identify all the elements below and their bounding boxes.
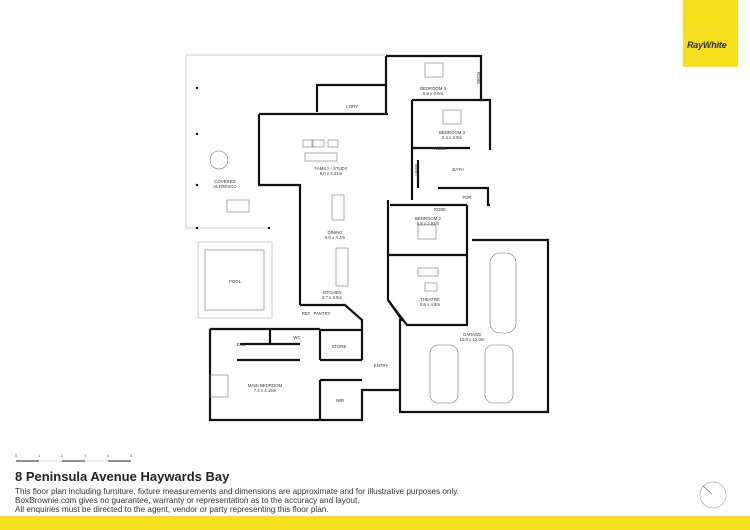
alfresco-outline — [185, 54, 385, 229]
scale-tick: 0 — [15, 453, 18, 458]
logo-text: RayWhite — [687, 40, 727, 50]
room-label: BEDROOM 3 — [439, 130, 465, 135]
north-arrow-icon — [699, 481, 727, 509]
scale-tick: 5 — [130, 453, 133, 458]
furniture — [209, 62, 517, 404]
scale-bar: 0 1 2 3 4 5 — [15, 453, 133, 462]
scale-tick: 4 — [107, 453, 110, 458]
room-label: LINEN — [414, 164, 419, 177]
disclaimer-line: This floor plan including furniture, fix… — [15, 487, 460, 496]
room-label: BATH — [452, 167, 463, 172]
pool-inner — [204, 249, 265, 311]
room-label: THEATRE — [420, 297, 440, 302]
property-address: 8 Peninsula Avenue Haywards Bay — [15, 469, 230, 484]
room-dimension: 7.4 x 4.15m — [254, 388, 277, 393]
room-label: REF — [302, 311, 311, 316]
room-label: L'DRY — [346, 104, 358, 109]
room-dimension: 5.8 x 2.81m — [417, 221, 440, 226]
disclaimer-line: All enquiries must be directed to the ag… — [15, 505, 329, 514]
scale-tick: 1 — [38, 453, 41, 458]
room-label: ALFRESCO — [213, 184, 237, 189]
room-dimension: 5.4 x 3.0m — [442, 135, 462, 140]
room-label: ROBE — [434, 207, 446, 212]
alfresco-posts — [195, 86, 271, 230]
room-label: PANTRY — [313, 311, 330, 316]
room-label: FAMILY / STUDY — [314, 166, 347, 171]
brand-footer-bar — [0, 516, 750, 530]
outdoor-setting-icon — [209, 150, 229, 170]
pool-outer — [197, 241, 273, 319]
disclaimer-line: BoxBrownie.com gives no guarantee, warra… — [15, 496, 360, 505]
room-label: ENTRY — [374, 363, 389, 368]
room-label: WC — [293, 335, 300, 340]
room-dimension: 3.7 x 3.9m — [322, 295, 342, 300]
room-label: BEDROOM 2 — [415, 216, 441, 221]
room-label: ROBE — [476, 72, 481, 84]
room-label: COVERED — [214, 179, 235, 184]
room-label: GARAGE — [463, 332, 482, 337]
outdoor-table-icon — [226, 199, 250, 213]
room-label: WIR — [336, 398, 344, 403]
room-dimension: 5.9 x 3.0m — [423, 91, 443, 96]
room-dimension: 10.0 x 12.0m — [460, 337, 485, 342]
room-label: KITCHEN — [323, 290, 342, 295]
room-label: STORE — [332, 344, 347, 349]
room-label: ROBE — [434, 146, 446, 151]
room-dimension: 5.6 x 4.8m — [420, 302, 440, 307]
room-label: BEDROOM 4 — [420, 86, 446, 91]
scale-tick: 2 — [61, 453, 64, 458]
room-label: DINING — [327, 230, 343, 235]
room-dimension: 6.0 x 4.2m — [325, 235, 345, 240]
ray-white-logo: RayWhite — [683, 0, 738, 67]
room-dimension: 9.0 x 4.21m — [320, 171, 343, 176]
room-label: PDR — [462, 195, 471, 200]
scale-tick: 3 — [84, 453, 87, 458]
room-label: ENS — [237, 342, 246, 347]
room-label: POOL — [229, 279, 242, 284]
room-label: MAIN BEDROOM — [248, 383, 283, 388]
